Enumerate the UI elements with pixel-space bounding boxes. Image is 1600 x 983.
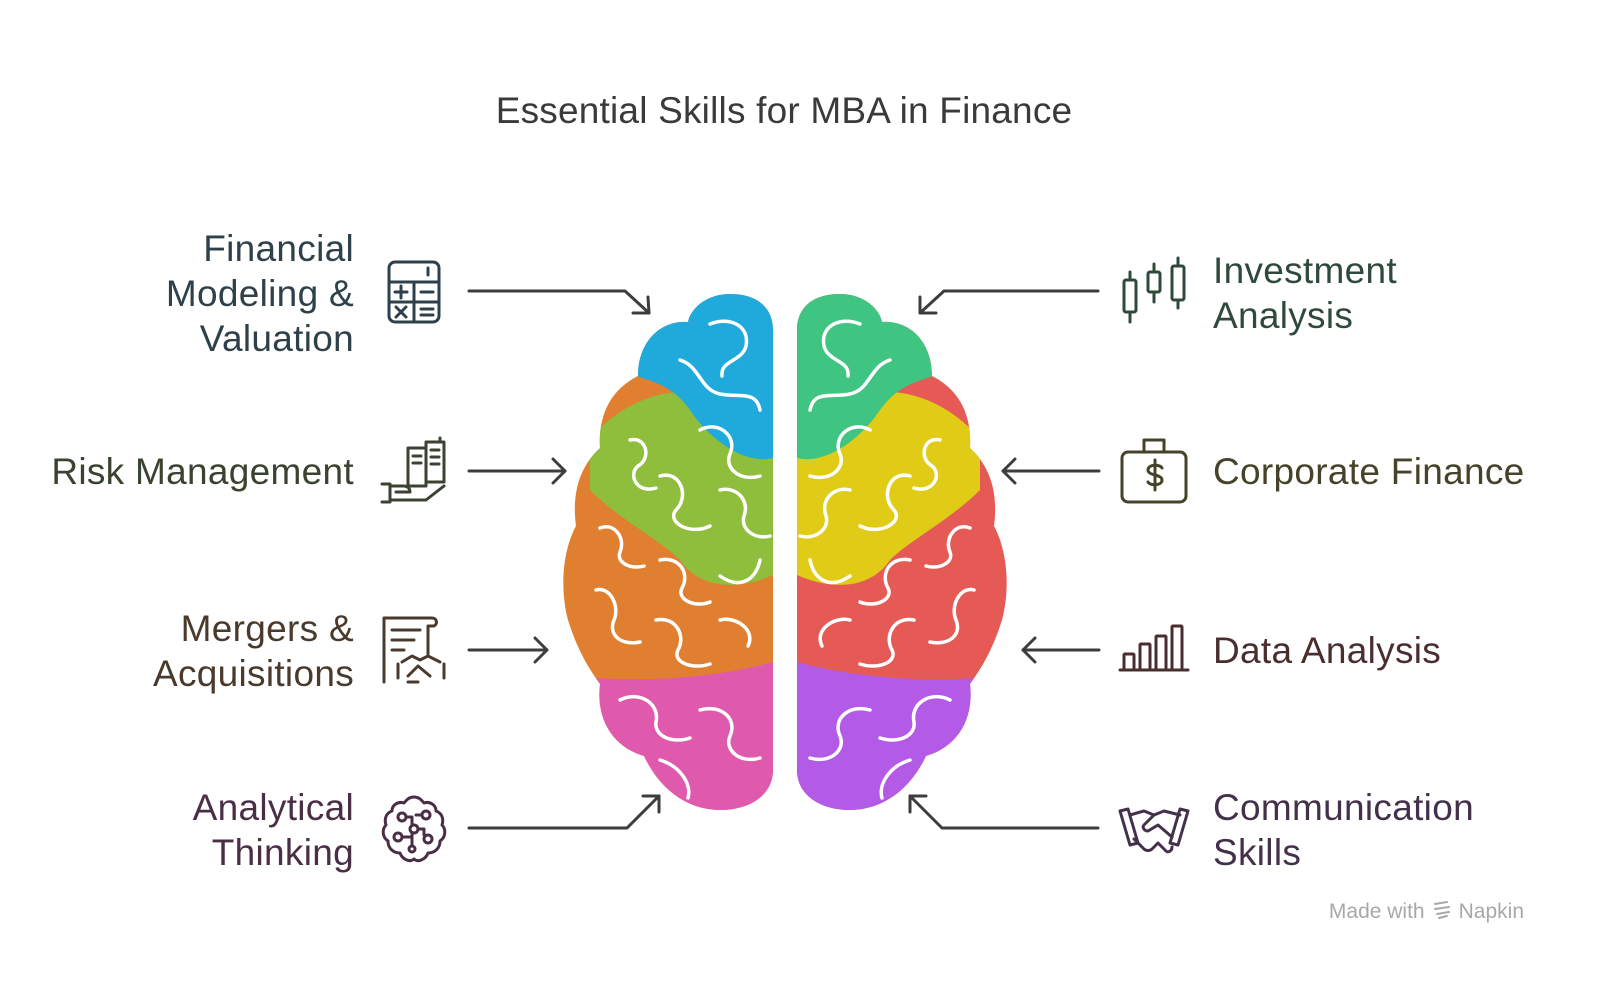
diagram-title: Essential Skills for MBA in Finance: [495, 90, 1073, 131]
bar-chart-icon: [1118, 614, 1190, 686]
label-analytical-thinking: Analytical Thinking: [192, 787, 354, 873]
label-financial-modeling: Financial Modeling & Valuation: [165, 228, 354, 359]
arrow-communication-skills: [908, 794, 1100, 830]
candlestick-chart-icon: [1118, 256, 1190, 328]
arrow-corporate-finance: [1001, 457, 1101, 485]
label-corporate-finance: Corporate Finance: [1213, 451, 1525, 492]
arrow-data-analysis: [1021, 636, 1101, 664]
calculator-icon: [378, 256, 450, 328]
label-data-analysis: Data Analysis: [1213, 630, 1442, 671]
watermark-prefix: Made with: [1328, 900, 1425, 923]
label-risk-management: Risk Management: [51, 451, 354, 492]
watermark-brand: Napkin: [1458, 900, 1524, 923]
arrow-investment-analysis: [918, 289, 1100, 315]
label-mergers-acquisitions: Mergers & Acquisitions: [152, 608, 354, 694]
label-communication-skills: Communication Skills: [1213, 787, 1474, 873]
contract-handshake-icon: [378, 614, 450, 686]
napkin-watermark[interactable]: Made with Napkin: [1329, 898, 1524, 926]
label-investment-analysis: Investment Analysis: [1213, 250, 1397, 336]
arrow-mergers-acquisitions: [467, 636, 549, 664]
arrow-financial-modeling: [467, 289, 651, 315]
arrow-risk-management: [467, 457, 567, 485]
brain-region-pink: [563, 662, 773, 810]
brain-illustration: [563, 294, 1007, 810]
money-bag-icon: [1118, 434, 1190, 506]
handshake-icon: [1118, 793, 1190, 865]
brain-circuit-icon: [378, 793, 450, 865]
brain-region-purple: [797, 662, 1007, 810]
napkin-logo-icon: [1431, 898, 1453, 926]
arrow-analytical-thinking: [467, 794, 661, 830]
hand-holding-documents-icon: [378, 434, 450, 506]
